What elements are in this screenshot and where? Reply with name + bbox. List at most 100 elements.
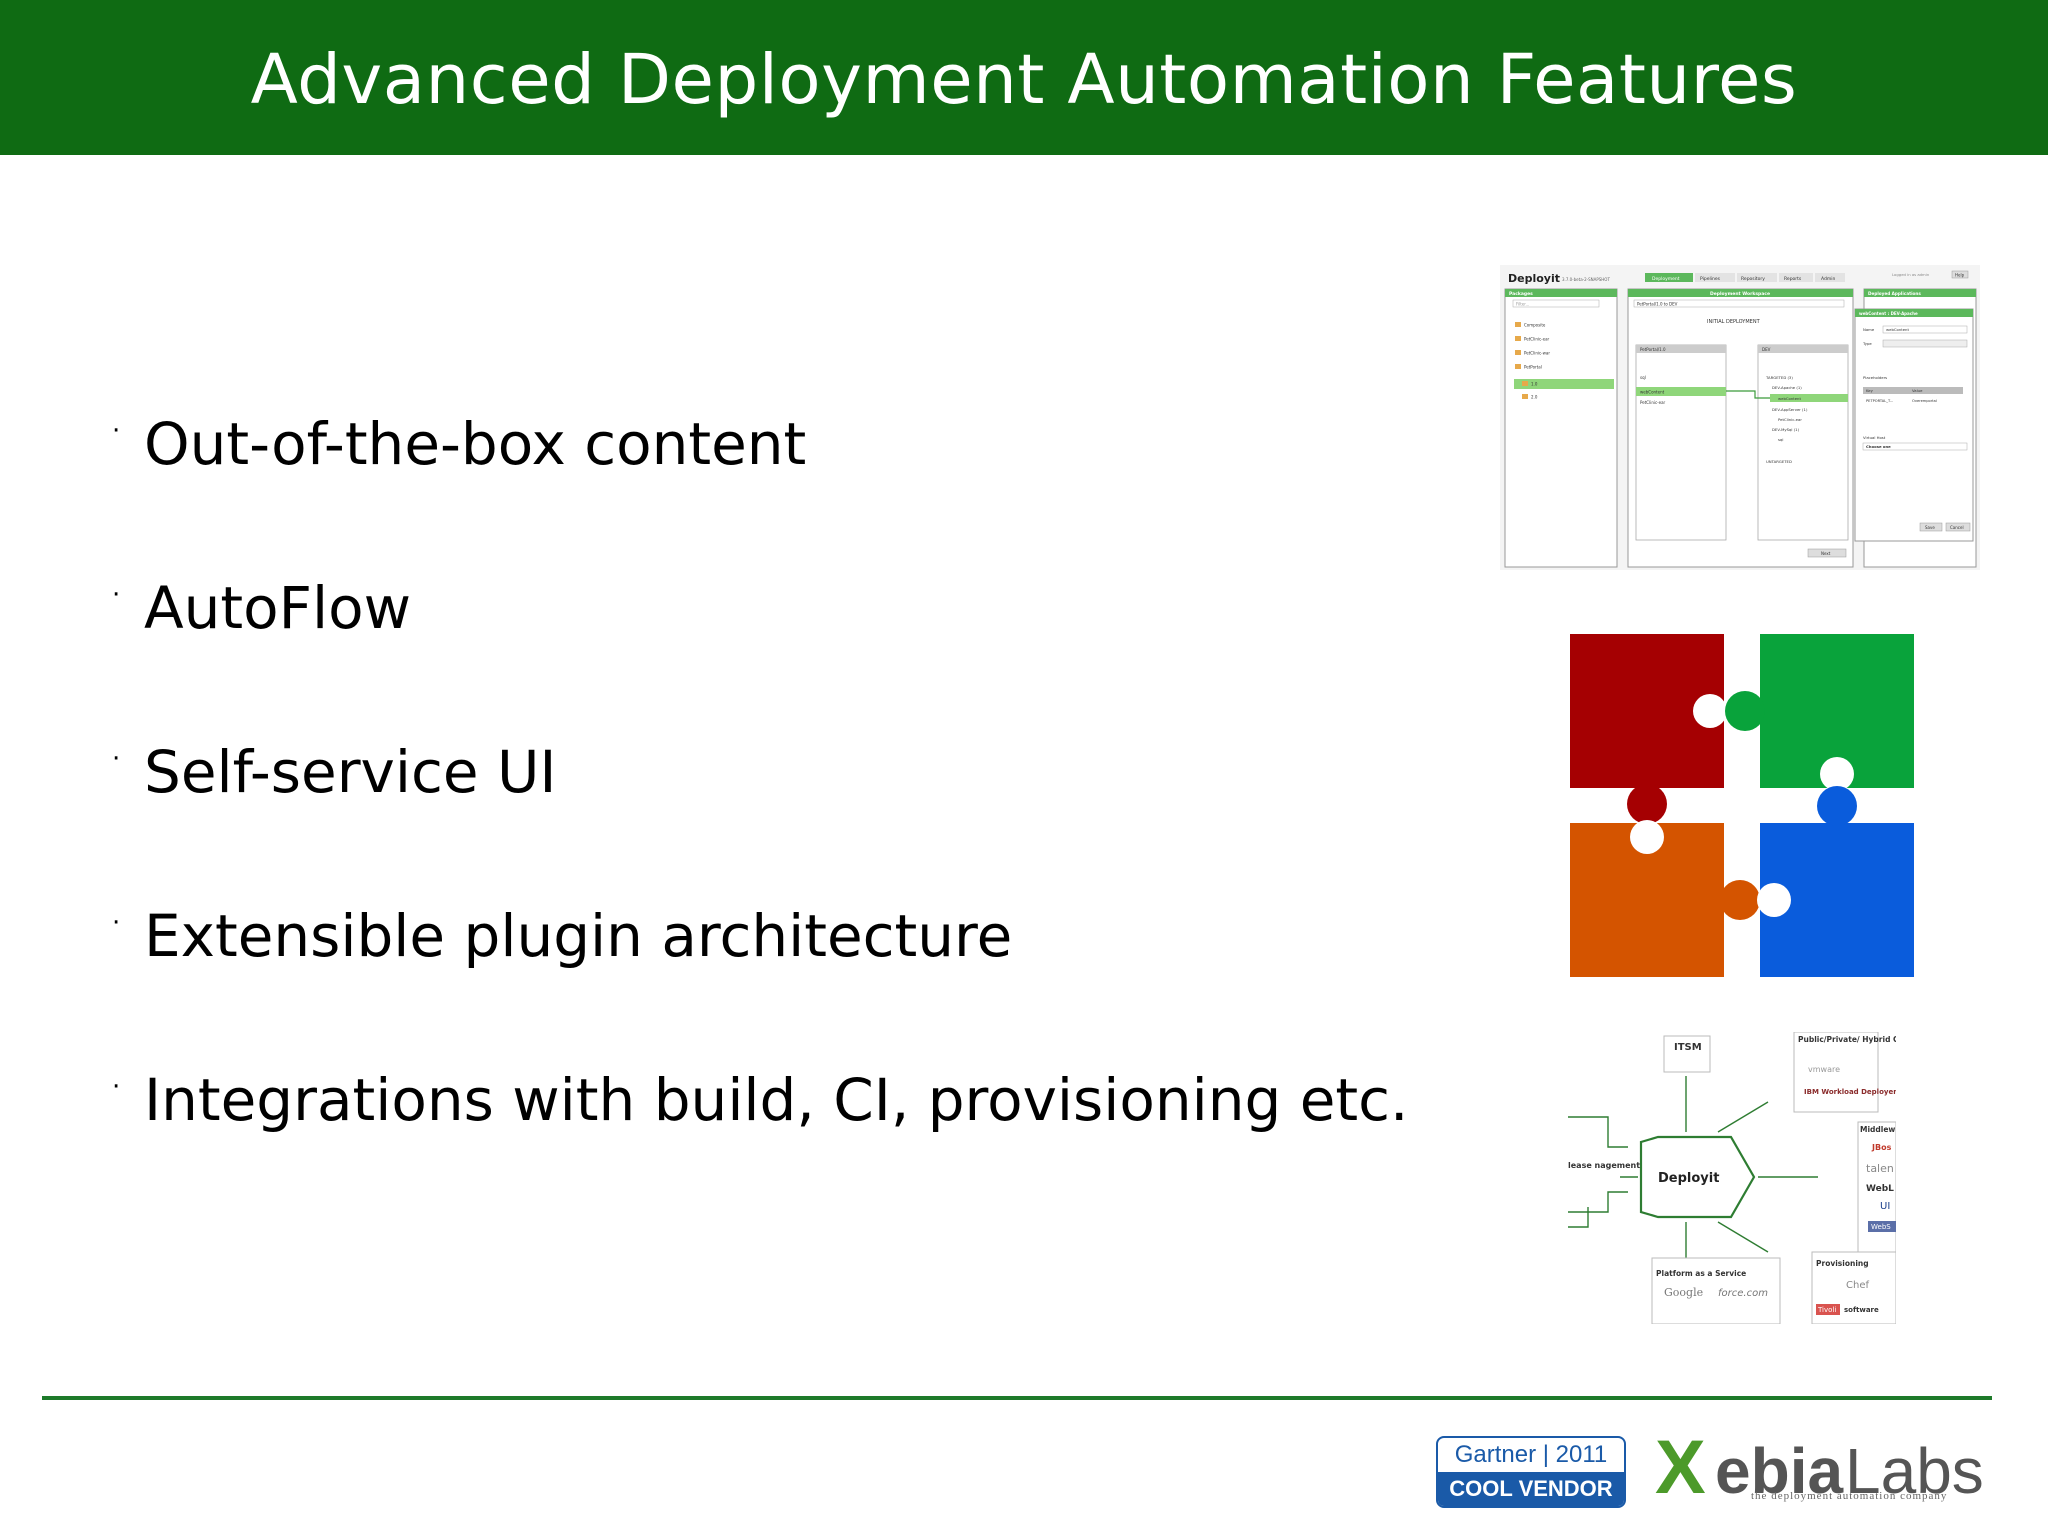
puzzle-piece-red <box>1570 634 1727 824</box>
package-selected <box>1514 379 1614 389</box>
next-label: Next <box>1821 551 1831 556</box>
connector <box>1568 1116 1628 1148</box>
paas-item: Google <box>1664 1286 1703 1299</box>
target-item[interactable]: DEV-MySql (1) <box>1772 427 1800 432</box>
virtual-host-label: Virtual Host <box>1863 435 1886 440</box>
deployed-title: Deployed Applications <box>1868 291 1921 296</box>
brand-labs: Labs <box>1845 1435 1984 1507</box>
puzzle-piece-blue <box>1757 786 1914 977</box>
itsm-box <box>1663 1035 1711 1073</box>
save-label: Save <box>1925 525 1935 530</box>
cloud-title: Public/Private/ Hybrid Cloud <box>1798 1035 1896 1044</box>
deployit-hub-shape <box>1639 1135 1756 1219</box>
select-value: Choose one <box>1866 444 1891 449</box>
bullet-text: Out-of-the-box content <box>144 410 807 478</box>
target-item[interactable]: sql <box>1778 437 1783 442</box>
virtual-host-select[interactable] <box>1862 442 1968 451</box>
packages-title: Packages <box>1509 291 1533 297</box>
cloud-item: vmware <box>1808 1065 1840 1074</box>
target-item[interactable]: PetClinic-ear <box>1778 417 1802 422</box>
cloud-item: IBM Workload Deployer <box>1804 1088 1896 1096</box>
top-tabs: Deployment Pipelines Repository Reports … <box>1645 273 1845 282</box>
help-button[interactable] <box>1951 270 1969 279</box>
value-header: Value <box>1912 388 1923 393</box>
deployable-item[interactable]: sql <box>1640 375 1646 380</box>
tab-label: Repository <box>1741 276 1765 282</box>
package-item[interactable]: PetPortal <box>1524 365 1542 370</box>
package-item[interactable]: PetClinic-war <box>1524 351 1550 356</box>
field-value: webContent <box>1886 327 1909 332</box>
help-label: Help <box>1955 273 1965 278</box>
connector <box>1568 1191 1628 1213</box>
deployit-logo: Deployit <box>1508 272 1560 285</box>
field-label: Type <box>1862 341 1872 346</box>
deployable-item[interactable]: PetClinic-ear <box>1640 400 1666 405</box>
deployit-hub-label: Deployit <box>1658 1171 1719 1186</box>
package-item[interactable]: 2.0 <box>1531 395 1538 400</box>
gartner-name: Gartner <box>1454 1441 1537 1468</box>
packages-panel <box>1504 288 1618 568</box>
bullet-text: AutoFlow <box>144 574 412 642</box>
gartner-cool-vendor: COOL VENDOR <box>1438 1472 1624 1506</box>
bullet-dot: · <box>112 744 121 774</box>
target-item[interactable]: UNTARGETED <box>1766 459 1792 464</box>
packages-filter[interactable] <box>1512 299 1600 308</box>
connector <box>1568 1207 1589 1228</box>
paas-box <box>1651 1257 1781 1324</box>
cancel-label: Cancel <box>1950 525 1964 530</box>
field-label: Name <box>1863 327 1875 332</box>
type-field[interactable] <box>1882 339 1968 348</box>
xebialabs-logo: X ebia Labs the deployment automation co… <box>1655 1428 1995 1508</box>
connector <box>1717 1221 1769 1253</box>
key-header: Key <box>1866 388 1874 393</box>
tab-label: Reports <box>1784 276 1802 282</box>
filter-text: Filter... <box>1516 302 1529 307</box>
target-item[interactable]: webContent <box>1778 396 1801 401</box>
integration-diagram: Deployit ITSM Public/Private/ Hybrid Clo… <box>1568 1032 1896 1324</box>
cancel-button[interactable] <box>1945 522 1971 532</box>
target-item[interactable]: DEV-Apache (1) <box>1772 385 1802 390</box>
tab-admin[interactable] <box>1815 273 1845 282</box>
paas-title: Platform as a Service <box>1656 1269 1746 1278</box>
key-cell: PETPORTAL_T... <box>1866 399 1893 403</box>
version-label: 3.7.0-beta-2-SNAPSHOT <box>1562 277 1610 282</box>
provisioning-item: Chef <box>1846 1280 1869 1291</box>
bullet-dot: · <box>112 1072 121 1102</box>
tab-reports[interactable] <box>1779 273 1813 282</box>
package-item[interactable]: Composite <box>1524 323 1546 328</box>
bullet-dot: · <box>112 908 121 938</box>
connector <box>1717 1101 1769 1133</box>
tab-label: Pipelines <box>1700 276 1721 282</box>
package-item[interactable]: PetClinic-ear <box>1524 337 1550 342</box>
cloud-box <box>1793 1032 1879 1113</box>
initial-deployment-label: INITIAL DEPLOYMENT <box>1707 319 1761 325</box>
deployable-item[interactable]: webContent <box>1640 390 1665 395</box>
mapping-line <box>1726 390 1770 399</box>
bullet-text: Integrations with build, CI, provisionin… <box>144 1066 1409 1134</box>
release-mgmt-label: lease nagement <box>1568 1161 1640 1170</box>
puzzle-piece-orange <box>1570 820 1760 977</box>
footer-divider <box>42 1396 1992 1400</box>
name-field[interactable] <box>1882 325 1968 334</box>
slide-title: Advanced Deployment Automation Features <box>250 40 1798 120</box>
provisioning-item: software <box>1844 1306 1879 1314</box>
value-cell[interactable]: Overemportal <box>1912 399 1937 403</box>
tab-label: Admin <box>1821 276 1835 282</box>
save-button[interactable] <box>1919 522 1943 532</box>
provisioning-title: Provisioning <box>1816 1259 1869 1268</box>
tab-deployment[interactable] <box>1645 273 1693 282</box>
bullet-dot: · <box>112 580 121 610</box>
properties-title: webContent : DEV-Apache <box>1859 311 1918 316</box>
next-button[interactable] <box>1807 548 1847 558</box>
target-item[interactable]: DEV-AppServer (1) <box>1772 407 1808 412</box>
bullet-text: Self-service UI <box>144 738 557 806</box>
target-item[interactable]: TARGETED (3) <box>1765 375 1793 380</box>
brand-x: X <box>1655 1425 1706 1510</box>
logged-in-label: Logged in as admin <box>1892 272 1930 277</box>
workspace-title: Deployment Workspace <box>1710 291 1770 297</box>
column-title: DEV <box>1762 347 1771 352</box>
package-item[interactable]: 1.0 <box>1531 382 1538 387</box>
puzzle-piece-green <box>1725 634 1914 791</box>
tab-repository[interactable] <box>1737 273 1777 282</box>
tab-pipelines[interactable] <box>1695 273 1735 282</box>
